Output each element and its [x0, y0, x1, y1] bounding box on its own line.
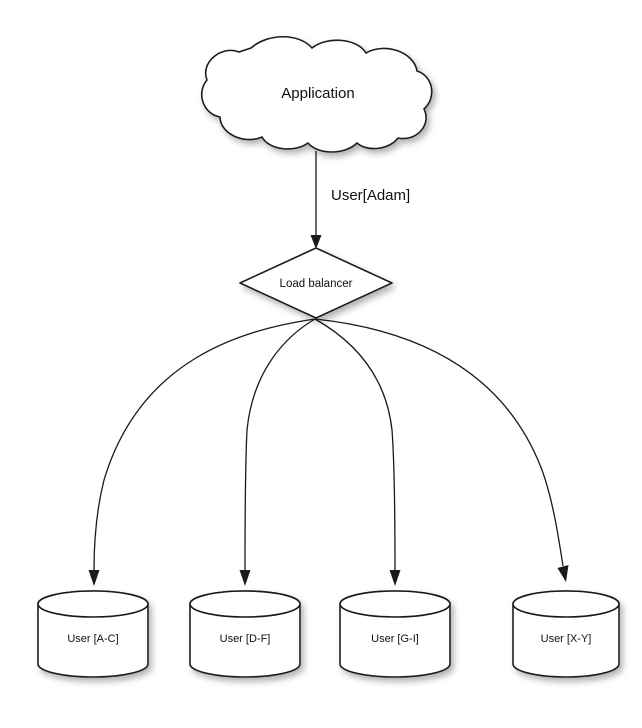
- edge-line-shard-d-f: [244, 318, 316, 571]
- edge-line-shard-x-y: [314, 318, 564, 567]
- cylinder-label-shard-a-c: User [A-C]: [67, 633, 118, 645]
- edge-load-balancer-to-shard-a-c[interactable]: [88, 318, 316, 586]
- node-application[interactable]: Application: [200, 36, 433, 153]
- cylinder-label-shard-d-f: User [D-F]: [220, 633, 271, 645]
- cloud-label: Application: [281, 85, 354, 102]
- cylinder-top-shard-g-i: [339, 590, 451, 618]
- arrow-head-shard-x-y: [557, 565, 569, 582]
- node-shard-a-c[interactable]: User [A-C]: [37, 590, 149, 678]
- arrow-head-shard-d-f: [239, 570, 251, 586]
- node-shard-x-y[interactable]: User [X-Y]: [512, 590, 620, 678]
- cylinder-top-shard-d-f: [189, 590, 301, 618]
- edge-load-balancer-to-shard-d-f[interactable]: [239, 318, 316, 586]
- edge-line-shard-a-c: [93, 318, 316, 571]
- arrow-head-shard-g-i: [389, 570, 401, 586]
- arrow-head-primary: [310, 235, 322, 249]
- edge-application-to-load-balancer[interactable]: User[Adam]: [310, 151, 411, 249]
- node-load-balancer[interactable]: Load balancer: [239, 247, 393, 319]
- node-shard-d-f[interactable]: User [D-F]: [189, 590, 301, 678]
- edge-load-balancer-to-shard-g-i[interactable]: [314, 318, 401, 586]
- arrow-head-shard-a-c: [88, 570, 100, 586]
- cylinder-top-shard-a-c: [37, 590, 149, 618]
- edge-load-balancer-to-shard-x-y[interactable]: [314, 318, 569, 582]
- diamond-label: Load balancer: [280, 278, 353, 290]
- edge-line-shard-g-i: [314, 318, 396, 571]
- cylinder-label-shard-x-y: User [X-Y]: [541, 633, 592, 645]
- cylinder-top-shard-x-y: [512, 590, 620, 618]
- node-shard-g-i[interactable]: User [G-I]: [339, 590, 451, 678]
- cloud-shape: [200, 36, 433, 153]
- edge-label-user-adam: User[Adam]: [331, 187, 410, 204]
- diamond-shape: [239, 247, 393, 319]
- cylinder-label-shard-g-i: User [G-I]: [371, 633, 419, 645]
